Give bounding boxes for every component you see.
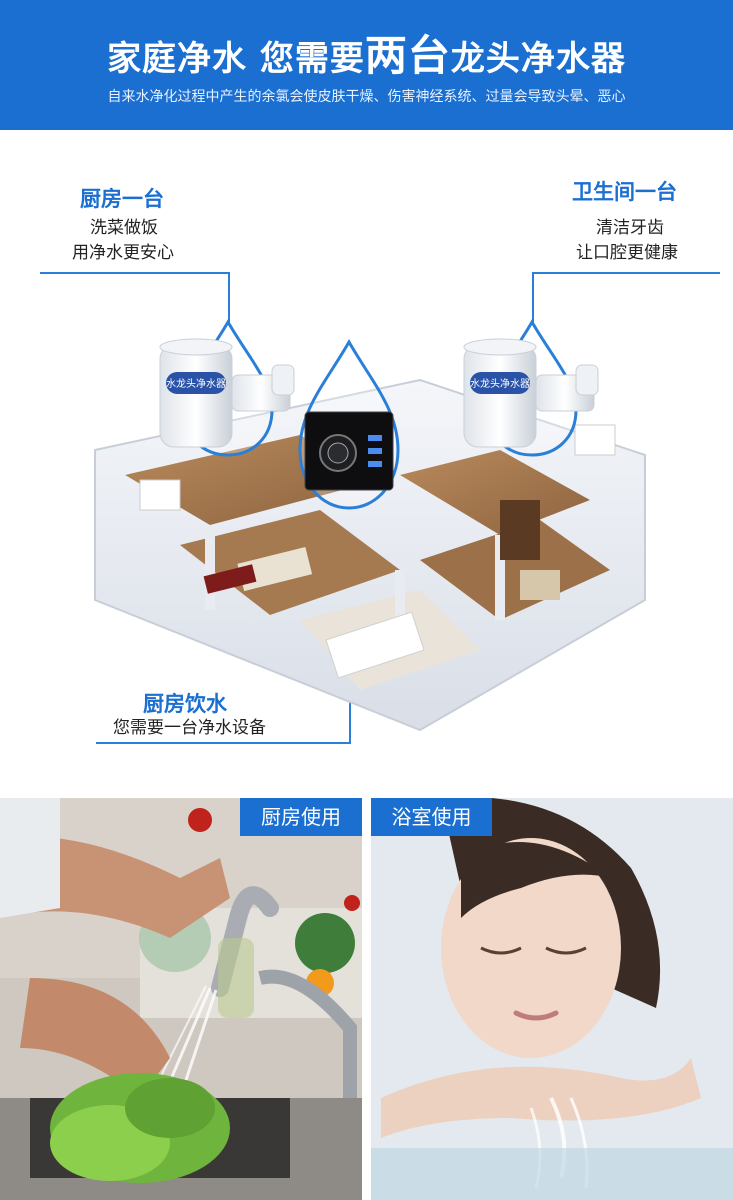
bathroom-use-label: 浴室使用	[371, 798, 492, 836]
drinking-callout-divider	[96, 742, 351, 744]
right-purifier-brand-label: 水龙头净水器	[470, 377, 530, 390]
header-subtitle: 自来水净化过程中产生的余氯会使皮肤干燥、伤害神经系统、过量会导致头晕、恶心	[107, 89, 626, 105]
bathroom-callout-connector	[532, 272, 534, 324]
header-banner: 家庭净水 您需要两台龙头净水器 自来水净化过程中产生的余氯会使皮肤干燥、伤害神经…	[0, 0, 733, 130]
house-floorplan-illustration: 水龙头净水器 水龙头净水器	[94, 319, 646, 732]
bathroom-callout-line-2: 让口腔更健康	[576, 243, 678, 263]
bathroom-callout-title: 卫生间一台	[572, 180, 677, 204]
header-title-part2: 龙头净水器	[450, 39, 626, 79]
drinking-callout-title: 厨房饮水	[143, 692, 227, 716]
bathroom-callout-line-1: 清洁牙齿	[596, 218, 664, 238]
kitchen-callout-title: 厨房一台	[80, 187, 164, 211]
kitchen-usage-photo: 厨房使用	[0, 798, 362, 1200]
header-title: 家庭净水 您需要两台龙头净水器	[0, 22, 733, 83]
kitchen-callout-line-2: 用净水更安心	[72, 243, 174, 263]
kitchen-callout-line-1: 洗菜做饭	[90, 218, 158, 238]
kitchen-use-label: 厨房使用	[240, 798, 362, 836]
kitchen-callout-divider	[40, 272, 230, 274]
bathroom-scene-illustration	[371, 798, 733, 1200]
bathroom-usage-photo: 浴室使用	[371, 798, 733, 1200]
bathroom-callout-divider	[532, 272, 720, 274]
kitchen-scene-illustration	[0, 798, 362, 1200]
drinking-callout-line-1: 您需要一台净水设备	[113, 718, 266, 738]
header-title-emphasis: 两台	[364, 31, 451, 80]
header-title-part1: 家庭净水 您需要	[107, 39, 365, 79]
kitchen-callout-connector	[228, 272, 230, 324]
left-purifier-brand-label: 水龙头净水器	[166, 377, 226, 390]
